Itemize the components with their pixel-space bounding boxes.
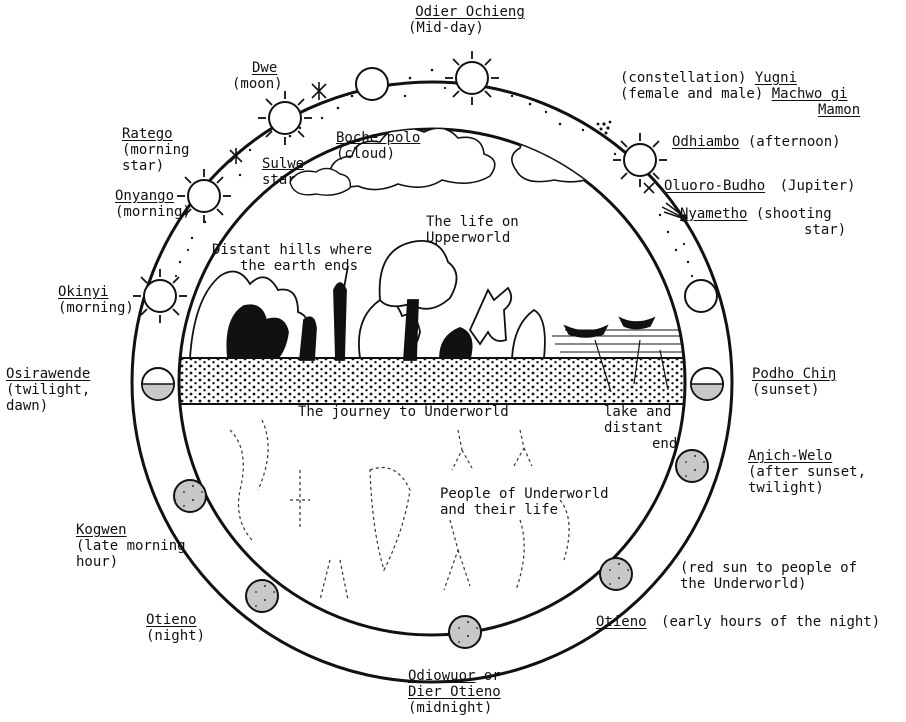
label-okinyi: Okinyi (morning) xyxy=(58,284,134,316)
label-desc: (midnight) xyxy=(408,700,501,716)
label-odhiambo: Odhiambo (afternoon) xyxy=(672,134,841,150)
label-text: The journey to Underworld xyxy=(298,404,509,420)
label-desc: (morning) xyxy=(115,204,191,220)
label-onyango: Onyango (morning) xyxy=(115,188,191,220)
label-line2: Upperworld xyxy=(426,230,519,246)
label-desc: (Jupiter) xyxy=(774,178,856,194)
label-otieno-early: Otieno (early hours of the night) xyxy=(596,614,880,630)
label-name: Odiowuor xyxy=(408,668,475,684)
label-life-upperworld: The life on Upperworld xyxy=(426,214,519,246)
label-sulwe: Sulwe star xyxy=(262,156,304,188)
label-line1: lake and xyxy=(604,404,677,420)
label-line3: end xyxy=(604,436,677,452)
label-journey: The journey to Underworld xyxy=(298,404,509,420)
label-desc: (moon) xyxy=(232,76,283,92)
label-name: Otieno xyxy=(146,612,205,628)
label-distant-hills: Distant hills where the earth ends xyxy=(212,242,372,274)
label-odiowuor: Odiowuor or Dier Otieno (midnight) xyxy=(408,668,501,716)
label-yugni: (constellation) Yugni (female and male) … xyxy=(620,70,860,118)
label-name-2: Dier Otieno xyxy=(408,684,501,700)
label-line2: (female and male) Machwo gi xyxy=(620,86,860,102)
label-nyametho: Nyametho (shooting star) xyxy=(680,206,846,238)
label-name: Dwe xyxy=(232,60,283,76)
label-desc: (cloud) xyxy=(336,146,420,162)
label-name: Odier Ochieng xyxy=(400,4,540,20)
label-line1: The life on xyxy=(426,214,519,230)
label-desc: (morning xyxy=(122,142,189,158)
label-desc-2: star) xyxy=(680,222,846,238)
label-name: Nyametho xyxy=(680,206,747,222)
sun-icon xyxy=(356,68,388,100)
label-desc: (early hours of the night) xyxy=(655,614,880,630)
moon-icon xyxy=(174,480,206,512)
label-name: Podho Chiŋ xyxy=(752,366,836,382)
label-podho-ching: Podho Chiŋ (sunset) xyxy=(752,366,836,398)
label-desc: (twilight, xyxy=(6,382,90,398)
moon-icon xyxy=(691,368,723,400)
label-desc: (shooting xyxy=(756,206,832,222)
label-line1: (constellation) Yugni xyxy=(620,70,860,86)
label-line1: Distant hills where xyxy=(212,242,372,258)
moon-icon xyxy=(246,580,278,612)
label-name: Odhiambo xyxy=(672,134,739,150)
label-line1: (red sun to people of xyxy=(680,560,857,576)
label-desc: (morning) xyxy=(58,300,134,316)
label-desc: (female and male) xyxy=(620,86,772,102)
sun-icon xyxy=(685,280,717,312)
label-line2: the earth ends xyxy=(212,258,372,274)
label-line2: distant xyxy=(604,420,677,436)
label-desc-2: star) xyxy=(122,158,189,174)
label-name-2: Machwo gi xyxy=(772,86,848,102)
label-lake: lake and distant end xyxy=(604,404,677,452)
label-name: Oluoro-Budho xyxy=(664,178,765,194)
label-name: Aŋich-Welo xyxy=(748,448,866,464)
moon-icon xyxy=(676,450,708,482)
label-desc: (Mid-day) xyxy=(400,20,540,36)
label-desc: (after sunset, xyxy=(748,464,866,480)
label-prefix: (constellation) xyxy=(620,70,755,86)
label-desc: (sunset) xyxy=(752,382,836,398)
label-desc-2: hour) xyxy=(76,554,186,570)
label-desc: star xyxy=(262,172,304,188)
moon-icon xyxy=(600,558,632,590)
moon-icon xyxy=(142,368,174,400)
label-name: Otieno xyxy=(596,614,647,630)
label-suffix: or xyxy=(475,668,500,684)
label-kogwen: Kogwen (late morning hour) xyxy=(76,522,186,570)
label-name: Ratego xyxy=(122,126,189,142)
label-name: Okinyi xyxy=(58,284,134,300)
label-name: Sulwe xyxy=(262,156,304,172)
label-ratego: Ratego (morning star) xyxy=(122,126,189,174)
label-desc-2: twilight) xyxy=(748,480,866,496)
label-desc-2: dawn) xyxy=(6,398,90,414)
label-line2: and their life xyxy=(440,502,609,518)
label-desc: (late morning xyxy=(76,538,186,554)
label-red-sun: (red sun to people of the Underworld) xyxy=(680,560,857,592)
label-odier-ochieng: Odier Ochieng (Mid-day) xyxy=(400,4,540,36)
label-people-underworld: People of Underworld and their life xyxy=(440,486,609,518)
label-line1: People of Underworld xyxy=(440,486,609,502)
label-name: Osirawende xyxy=(6,366,90,382)
label-name: Yugni xyxy=(755,70,797,86)
label-dwe: Dwe (moon) xyxy=(232,60,283,92)
label-name: Kogwen xyxy=(76,522,186,538)
label-name: Boche polo xyxy=(336,130,420,146)
label-otieno-night: Otieno (night) xyxy=(146,612,205,644)
label-angich-welo: Aŋich-Welo (after sunset, twilight) xyxy=(748,448,866,496)
moon-icon xyxy=(449,616,481,648)
label-name-3: Mamon xyxy=(620,102,860,118)
label-boche-polo: Boche polo (cloud) xyxy=(336,130,420,162)
label-name: Onyango xyxy=(115,188,191,204)
label-desc: (night) xyxy=(146,628,205,644)
label-line2: the Underworld) xyxy=(680,576,857,592)
label-osirawende: Osirawende (twilight, dawn) xyxy=(6,366,90,414)
label-oluoro: Oluoro-Budho (Jupiter) xyxy=(664,178,855,194)
label-desc: (afternoon) xyxy=(748,134,841,150)
